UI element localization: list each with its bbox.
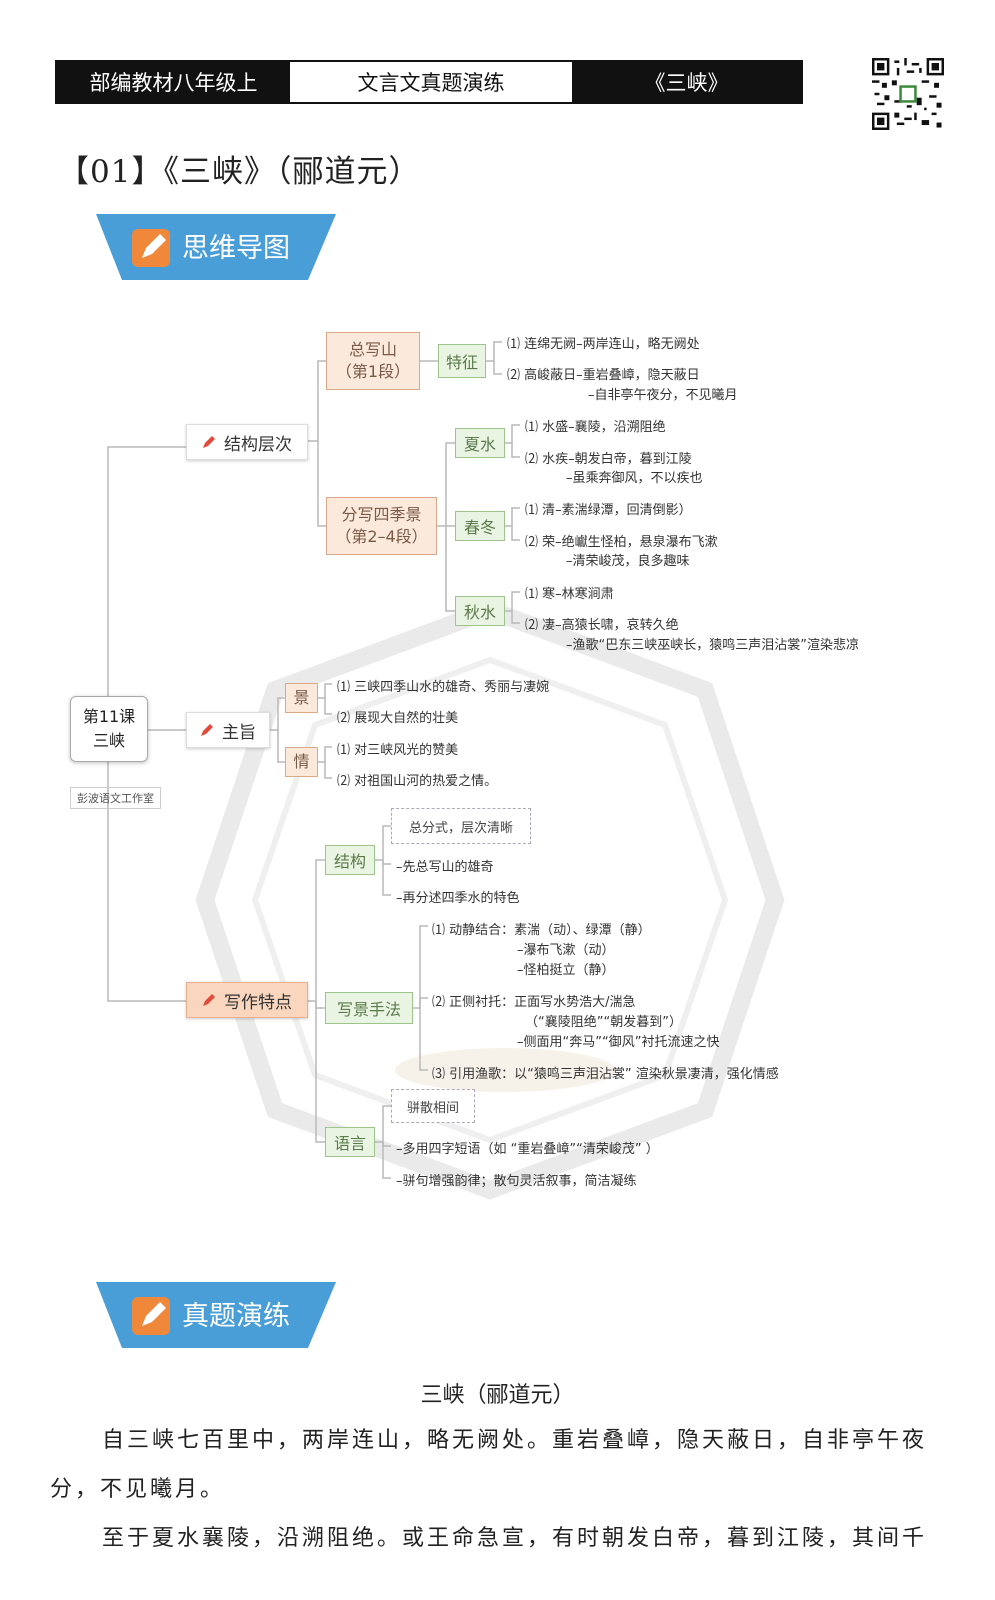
node-tezheng: 特征 bbox=[438, 344, 486, 378]
node-zongxie-line-2: （第1段） bbox=[335, 362, 411, 381]
watermark-seal-icon bbox=[195, 600, 785, 1200]
xs-item-2: ⑵ 水疾–朝发白帝，暮到江陵 bbox=[525, 452, 692, 467]
qs-item-3: –渔歌“巴东三峡巫峡长，猿鸣三声泪沾裳”渲染悲凉 bbox=[566, 638, 859, 653]
sf-item-4: ⑵ 正侧衬托：正面写水势浩大/湍急 bbox=[432, 995, 636, 1010]
branch-writing: 写作特点 bbox=[186, 982, 308, 1018]
yy-box: 骈散相间 bbox=[391, 1089, 475, 1123]
header-bar: 部编教材八年级上 文言文真题演练 《三峡》 bbox=[55, 60, 803, 104]
node-jiegou: 结构 bbox=[325, 845, 375, 875]
branch-structure: 结构层次 bbox=[186, 424, 308, 460]
qing-item-1: ⑴ 对三峡风光的赞美 bbox=[337, 743, 459, 758]
cd-item-2: ⑵ 荣–绝巘生怪柏，悬泉瀑布飞漱 bbox=[525, 535, 718, 550]
sf-item-7: ⑶ 引用渔歌：以“猿鸣三声泪沾裳” 渲染秋景凄清，强化情感 bbox=[432, 1067, 779, 1082]
sf-item-6: –侧面用“奔马”“御风”衬托流速之快 bbox=[517, 1035, 720, 1050]
page-title: 【01】《三峡》（郦道元） bbox=[58, 154, 421, 190]
node-jing: 景 bbox=[285, 683, 318, 713]
tz-item-1: ⑴ 连绵无阙–两岸连山，略无阙处 bbox=[507, 337, 700, 352]
pencil-icon bbox=[201, 724, 213, 736]
header-cell-lesson: 《三峡》 bbox=[572, 62, 801, 102]
node-zongxie-line-1: 总写山 bbox=[348, 340, 397, 359]
node-chundong: 春冬 bbox=[455, 511, 505, 541]
xs-item-3: –虽乘奔御风，不以疾也 bbox=[566, 471, 703, 486]
pencil-icon bbox=[203, 436, 215, 448]
node-fenxie: 分写四季景 （第2–4段） bbox=[326, 497, 437, 555]
node-qiushui: 秋水 bbox=[455, 596, 505, 626]
qing-item-2: ⑵ 对祖国山河的热爱之情。 bbox=[337, 774, 498, 789]
pencil-icon bbox=[203, 994, 215, 1006]
sf-item-3: –怪柏挺立（静） bbox=[517, 963, 615, 978]
tz-item-3: –自非亭午夜分，不见曦月 bbox=[588, 388, 738, 403]
branch-writing-label: 写作特点 bbox=[224, 992, 292, 1013]
cd-item-3: –清荣峻茂，良多趣味 bbox=[566, 554, 690, 569]
sf-item-5: （“襄陵阻绝”“朝发暮到”） bbox=[525, 1015, 682, 1030]
yy-item-2: –骈句增强韵律；散句灵活叙事，简洁凝练 bbox=[396, 1174, 637, 1189]
node-qing: 情 bbox=[285, 747, 318, 777]
header-cell-grade: 部编教材八年级上 bbox=[57, 62, 290, 102]
jing-item-2: ⑵ 展现大自然的壮美 bbox=[337, 711, 459, 726]
jg-item-2: –再分述四季水的特色 bbox=[396, 891, 520, 906]
banner-practice: 真题演练 bbox=[96, 1282, 336, 1348]
banner-mindmap-label: 思维导图 bbox=[182, 233, 290, 264]
branch-theme: 主旨 bbox=[186, 712, 270, 748]
node-fenxie-line-2: （第2–4段） bbox=[335, 527, 428, 546]
node-zongxie: 总写山 （第1段） bbox=[326, 332, 420, 390]
jg-box: 总分式，层次清晰 bbox=[391, 808, 531, 844]
yy-item-1: –多用四字短语（如 “重岩叠嶂”“清荣峻茂” ） bbox=[396, 1142, 659, 1157]
banner-practice-label: 真题演练 bbox=[182, 1301, 290, 1332]
node-fenxie-line-1: 分写四季景 bbox=[341, 505, 422, 524]
passage-title: 三峡（郦道元） bbox=[420, 1383, 575, 1408]
node-xiashui: 夏水 bbox=[455, 428, 505, 458]
tz-item-2: ⑵ 高峻蔽日–重岩叠嶂，隐天蔽日 bbox=[507, 368, 700, 383]
qr-code-icon bbox=[872, 58, 944, 130]
mindmap-root: 第11课 三峡 bbox=[70, 696, 148, 762]
branch-theme-label: 主旨 bbox=[222, 722, 256, 743]
banner-shape bbox=[96, 1282, 336, 1348]
banner-mindmap: 思维导图 bbox=[96, 214, 336, 280]
node-yuyan: 语言 bbox=[325, 1127, 375, 1157]
sf-item-1: ⑴ 动静结合：素湍（动）、绿潭（静） bbox=[432, 923, 651, 938]
xs-item-1: ⑴ 水盛–襄陵，沿溯阻绝 bbox=[525, 420, 666, 435]
qs-item-1: ⑴ 寒–林寒涧肃 bbox=[525, 587, 614, 602]
root-line-2: 三峡 bbox=[92, 731, 125, 750]
root-line-1: 第11课 bbox=[82, 707, 136, 726]
header-cell-topic: 文言文真题演练 bbox=[290, 62, 572, 102]
passage-p2-line1: 至于夏水襄陵，沿溯阻绝。或王命急宣，有时朝发白帝，暮到江陵，其间千 bbox=[102, 1526, 928, 1551]
branch-structure-label: 结构层次 bbox=[224, 434, 292, 455]
qs-item-2: ⑵ 凄–高猿长啸，哀转久绝 bbox=[525, 618, 679, 633]
sf-item-2: –瀑布飞漱（动） bbox=[517, 943, 615, 958]
passage-p1-line1: 自三峡七百里中，两岸连山，略无阙处。重岩叠嶂，隐天蔽日，自非亭午夜 bbox=[102, 1428, 928, 1453]
node-shoufa: 写景手法 bbox=[325, 992, 413, 1024]
passage-p1-line2: 分，不见曦月。 bbox=[50, 1477, 226, 1502]
jing-item-1: ⑴ 三峡四季山水的雄奇、秀丽与凄婉 bbox=[337, 680, 550, 695]
studio-tag: 彭波语文工作室 bbox=[70, 787, 161, 809]
cd-item-1: ⑴ 清–素湍绿潭，回清倒影） bbox=[525, 503, 692, 518]
jg-item-1: –先总写山的雄奇 bbox=[396, 860, 494, 875]
banner-shape bbox=[96, 214, 336, 280]
